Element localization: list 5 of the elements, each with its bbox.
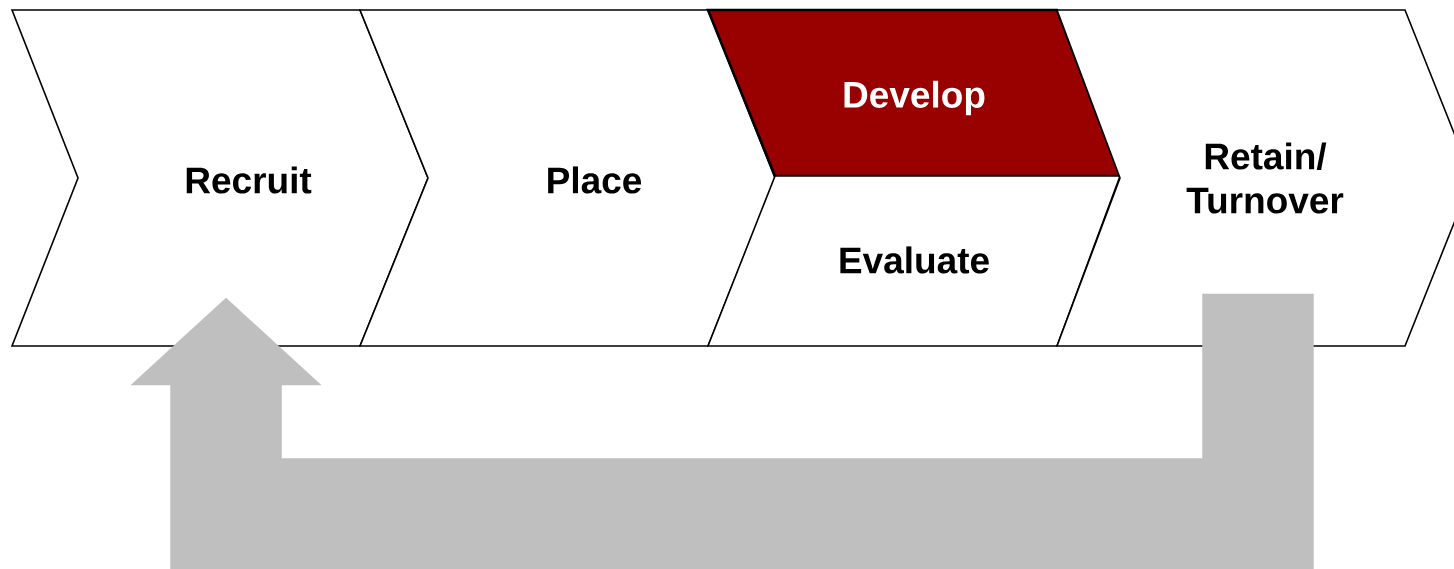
arrow xyxy=(130,293,1314,569)
parallelogram-box: Develop xyxy=(706,8,1122,178)
chevron-box: Retain/ Turnover xyxy=(1055,9,1454,347)
chevron-box: Recruit xyxy=(10,9,429,347)
chevron-box: Place xyxy=(358,9,776,347)
